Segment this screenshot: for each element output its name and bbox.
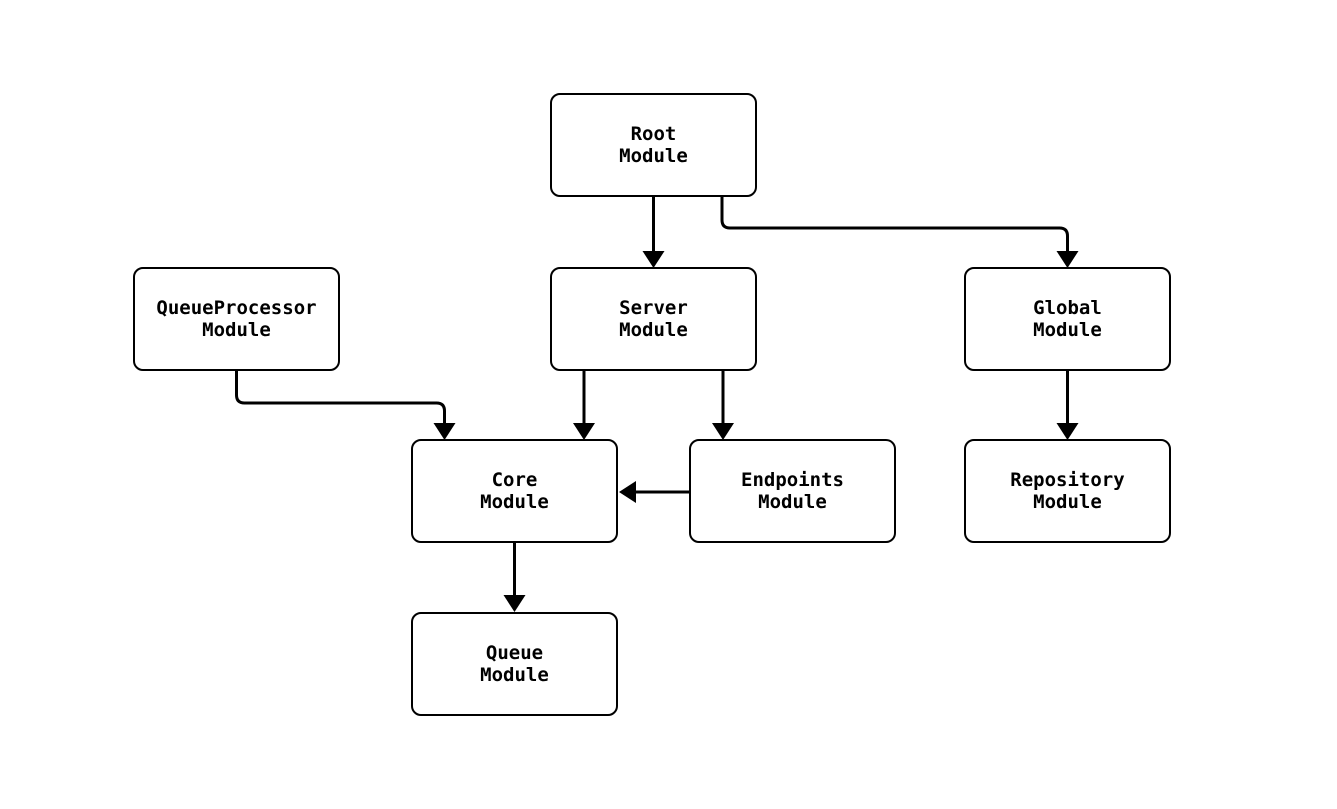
edge-core-queue: [503, 541, 526, 612]
node-label-line: QueueProcessor: [156, 297, 317, 319]
node-repository-module: Repository Module: [964, 439, 1171, 543]
node-label-line: Root: [630, 123, 677, 145]
node-label-line: Module: [1033, 491, 1102, 513]
node-label-line: Module: [1033, 319, 1102, 341]
node-label-line: Repository: [1010, 469, 1125, 491]
node-label-line: Server: [619, 297, 688, 319]
node-label-line: Core: [491, 469, 538, 491]
edge-endpoints-core: [619, 481, 691, 503]
node-label-line: Endpoints: [741, 469, 844, 491]
node-server-module: Server Module: [550, 267, 757, 371]
node-label-line: Module: [758, 491, 827, 513]
edge-server-endpoints: [712, 369, 734, 440]
node-label-line: Module: [619, 319, 688, 341]
node-endpoints-module: Endpoints Module: [689, 439, 896, 543]
node-core-module: Core Module: [411, 439, 618, 543]
node-label-line: Global: [1033, 297, 1102, 319]
edge-queueprocessor-core: [235, 369, 456, 440]
node-queueprocessor-module: QueueProcessor Module: [133, 267, 340, 371]
node-label-line: Module: [480, 664, 549, 686]
node-label-line: Queue: [485, 642, 544, 664]
edge-global-repository: [1056, 369, 1079, 440]
node-label-line: Module: [480, 491, 549, 513]
node-label-line: Module: [619, 145, 688, 167]
edge-root-global: [720, 195, 1079, 268]
node-global-module: Global Module: [964, 267, 1171, 371]
node-label-line: Module: [202, 319, 271, 341]
node-queue-module: Queue Module: [411, 612, 618, 716]
edge-server-core: [573, 369, 595, 440]
edge-root-server: [642, 195, 665, 268]
node-root-module: Root Module: [550, 93, 757, 197]
